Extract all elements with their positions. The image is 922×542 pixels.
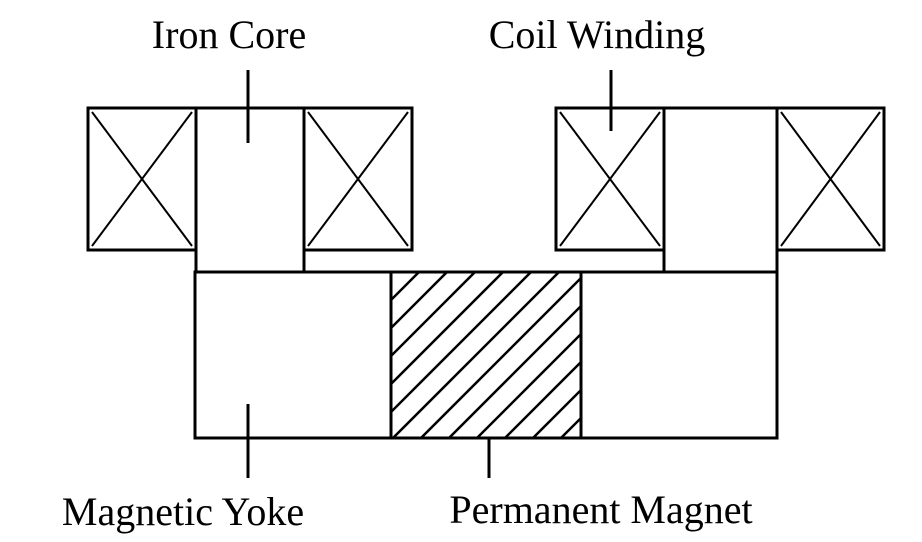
hatch-line	[448, 304, 581, 437]
hatch-line	[673, 272, 839, 438]
hatch-line	[476, 332, 581, 437]
coil-winding-1	[86, 106, 198, 252]
iron-core-right	[662, 106, 779, 274]
hatch-line	[420, 276, 581, 437]
hatch-line	[391, 273, 420, 302]
label-magnetic-yoke: Magnetic Yoke	[62, 489, 304, 534]
right-pole-assembly	[554, 106, 886, 274]
hatch-line	[392, 273, 560, 437]
iron-core-left	[194, 106, 306, 274]
magnetic-yoke-left	[193, 270, 393, 440]
coil-winding-4	[775, 106, 886, 252]
hatch-line	[532, 388, 581, 437]
magnet-hatching	[391, 272, 895, 438]
permanent-magnet	[389, 270, 895, 440]
coil-winding-2	[302, 106, 414, 252]
hatch-line	[391, 273, 392, 274]
label-permanent-magnet: Permanent Magnet	[449, 487, 752, 532]
hatch-line	[729, 272, 895, 438]
hatch-line	[560, 416, 581, 437]
hatch-line	[391, 273, 532, 414]
hatch-line	[589, 272, 755, 438]
label-iron-core: Iron Core	[152, 12, 306, 57]
label-coil-winding: Coil Winding	[489, 12, 706, 57]
hatch-line	[504, 360, 581, 437]
hatch-line	[617, 272, 783, 438]
hatch-line	[645, 272, 811, 438]
hatch-line	[391, 273, 504, 386]
hatch-line	[701, 272, 867, 438]
left-pole-assembly	[86, 106, 414, 274]
hatch-line	[391, 273, 448, 330]
magnetic-yoke-right	[579, 270, 779, 440]
